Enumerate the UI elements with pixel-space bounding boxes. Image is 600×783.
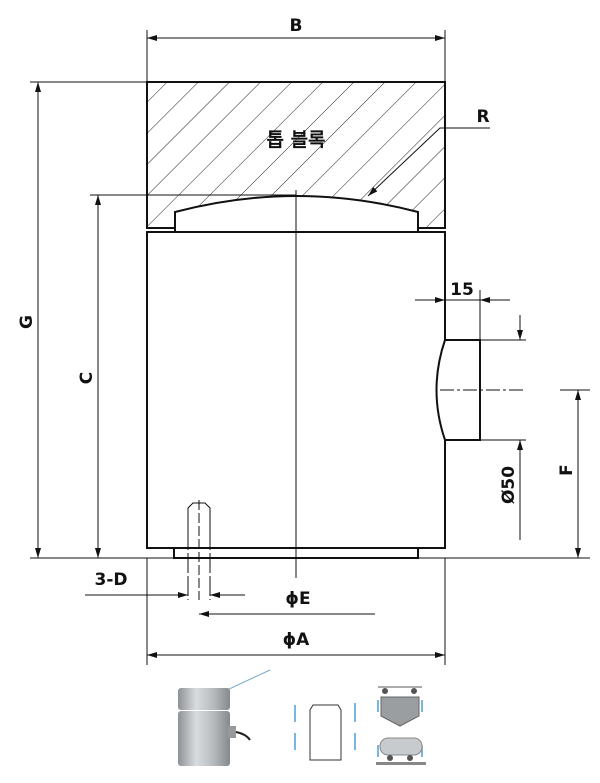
label-G: G [17, 315, 37, 329]
label-3-D: 3-D [95, 570, 128, 590]
label-dia-50: Ø50 [499, 466, 519, 504]
up-down-arrow-icon [294, 700, 423, 757]
tank-icon [376, 737, 426, 765]
label-15: 15 [450, 280, 474, 300]
label-phi-E: ϕE [285, 589, 310, 609]
label-F: F [557, 464, 577, 476]
label-R: R [476, 107, 489, 127]
load-cell-photo [178, 669, 271, 766]
label-phi-A: ϕA [283, 630, 311, 650]
hopper-icon [378, 686, 422, 727]
label-C: C [77, 372, 97, 384]
application-icons [294, 686, 426, 765]
block-icon [309, 704, 342, 761]
label-top-block: 톱 블록 [266, 129, 325, 151]
mounting-bolt [187, 500, 211, 600]
label-B: B [290, 16, 303, 36]
dim-R-leader [367, 127, 490, 197]
